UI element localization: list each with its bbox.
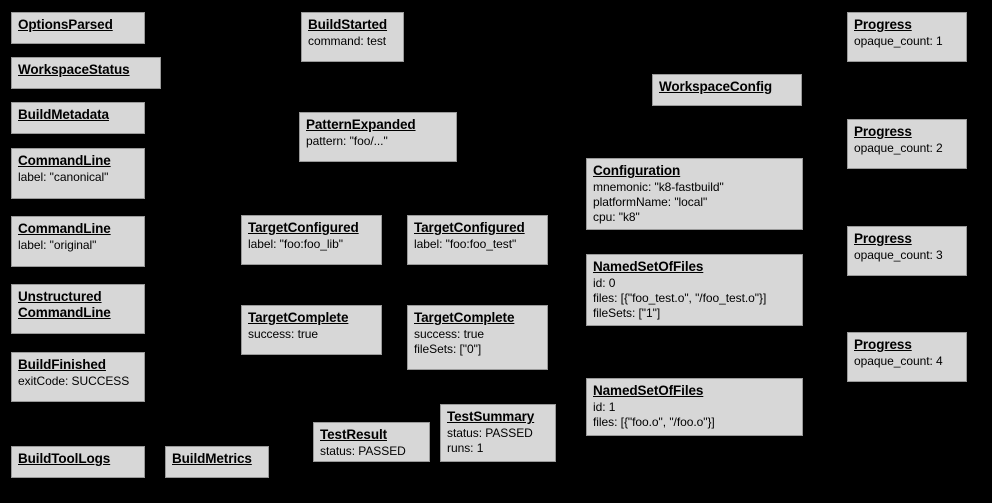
event-node-build-metrics[interactable]: BuildMetrics <box>165 446 269 478</box>
event-node-title: Progress <box>854 17 912 32</box>
event-node-title: Unstructured CommandLine <box>18 289 111 320</box>
event-node-test-result[interactable]: TestResult status: PASSED <box>313 422 430 462</box>
event-node-named-set-of-files-0[interactable]: NamedSetOfFiles id: 0 files: [{"foo_test.… <box>586 254 803 326</box>
event-node-build-tool-logs[interactable]: BuildToolLogs <box>11 446 145 478</box>
event-node-properties: opaque_count: 4 <box>854 354 943 368</box>
event-node-properties: exitCode: SUCCESS <box>18 374 130 388</box>
event-node-progress-2[interactable]: Progress opaque_count: 2 <box>847 119 967 169</box>
event-node-pattern-expanded[interactable]: PatternExpanded pattern: "foo/..." <box>299 112 457 162</box>
event-node-properties: opaque_count: 1 <box>854 34 943 48</box>
event-node-workspace-status[interactable]: WorkspaceStatus <box>11 57 161 89</box>
event-node-title: TargetComplete <box>414 310 515 325</box>
event-node-test-summary[interactable]: TestSummary status: PASSED runs: 1 <box>440 404 556 462</box>
event-node-progress-4[interactable]: Progress opaque_count: 4 <box>847 332 967 382</box>
event-node-progress-3[interactable]: Progress opaque_count: 3 <box>847 226 967 276</box>
event-node-options-parsed[interactable]: OptionsParsed <box>11 12 145 44</box>
event-node-target-configured-foo-lib[interactable]: TargetConfigured label: "foo:foo_lib" <box>241 215 382 265</box>
event-node-named-set-of-files-1[interactable]: NamedSetOfFiles id: 1 files: [{"foo.o", "… <box>586 378 803 436</box>
event-node-title: BuildStarted <box>308 17 388 32</box>
event-node-target-complete-test[interactable]: TargetComplete success: true fileSets: ["… <box>407 305 548 370</box>
event-node-properties: status: PASSED <box>320 444 406 458</box>
event-node-title: Progress <box>854 337 912 352</box>
event-node-properties: opaque_count: 3 <box>854 248 943 262</box>
event-node-build-started[interactable]: BuildStarted command: test <box>301 12 404 62</box>
event-node-title: Configuration <box>593 163 681 178</box>
event-node-title: BuildMetadata <box>18 107 109 122</box>
event-node-title: TargetComplete <box>248 310 349 325</box>
event-node-title: OptionsParsed <box>18 17 113 32</box>
event-node-target-configured-foo-test[interactable]: TargetConfigured label: "foo:foo_test" <box>407 215 548 265</box>
event-node-properties: label: "canonical" <box>18 170 109 184</box>
event-node-title: Progress <box>854 124 912 139</box>
event-node-title: CommandLine <box>18 221 111 236</box>
event-node-title: BuildMetrics <box>172 451 252 466</box>
event-node-workspace-config[interactable]: WorkspaceConfig <box>652 74 802 106</box>
event-node-title: BuildToolLogs <box>18 451 111 466</box>
event-node-properties: opaque_count: 2 <box>854 141 943 155</box>
event-node-title: BuildFinished <box>18 357 106 372</box>
event-node-command-line-canonical[interactable]: CommandLine label: "canonical" <box>11 148 145 199</box>
event-node-title: TestResult <box>320 427 388 442</box>
event-node-properties: status: PASSED runs: 1 <box>447 426 533 455</box>
event-node-title: Progress <box>854 231 912 246</box>
event-node-title: WorkspaceStatus <box>18 62 130 77</box>
event-node-target-complete-lib[interactable]: TargetComplete success: true <box>241 305 382 355</box>
event-node-properties: pattern: "foo/..." <box>306 134 388 148</box>
event-node-progress-1[interactable]: Progress opaque_count: 1 <box>847 12 967 62</box>
event-node-properties: success: true fileSets: ["0"] <box>414 327 485 356</box>
event-node-properties: id: 0 files: [{"foo_test.o", "/foo_test.… <box>593 276 767 320</box>
event-node-properties: label: "original" <box>18 238 97 252</box>
event-node-title: TargetConfigured <box>414 220 525 235</box>
event-node-title: NamedSetOfFiles <box>593 383 704 398</box>
event-node-title: CommandLine <box>18 153 111 168</box>
event-node-unstructured-command-line[interactable]: Unstructured CommandLine <box>11 284 145 334</box>
event-node-properties: id: 1 files: [{"foo.o", "/foo.o"}] <box>593 400 715 429</box>
event-node-build-finished[interactable]: BuildFinished exitCode: SUCCESS <box>11 352 145 402</box>
event-node-command-line-original[interactable]: CommandLine label: "original" <box>11 216 145 267</box>
event-node-properties: label: "foo:foo_test" <box>414 237 517 251</box>
event-node-title: WorkspaceConfig <box>659 79 773 94</box>
event-node-properties: label: "foo:foo_lib" <box>248 237 343 251</box>
event-node-properties: success: true <box>248 327 319 341</box>
event-node-title: TargetConfigured <box>248 220 359 235</box>
event-node-build-metadata[interactable]: BuildMetadata <box>11 102 145 134</box>
event-node-properties: mnemonic: "k8-fastbuild" platformName: "… <box>593 180 724 224</box>
event-node-properties: command: test <box>308 34 387 48</box>
event-node-configuration[interactable]: Configuration mnemonic: "k8-fastbuild" pl… <box>586 158 803 230</box>
event-node-title: TestSummary <box>447 409 535 424</box>
event-node-title: NamedSetOfFiles <box>593 259 704 274</box>
event-node-title: PatternExpanded <box>306 117 416 132</box>
